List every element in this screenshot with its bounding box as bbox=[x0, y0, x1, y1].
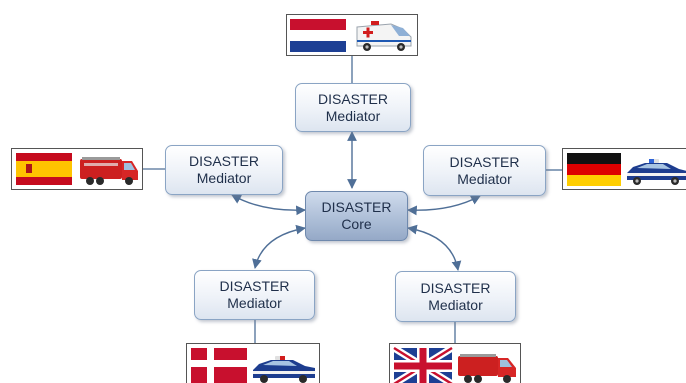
mediator-line2: Mediator bbox=[325, 107, 381, 124]
mediator-line2: Mediator bbox=[227, 295, 282, 311]
core-line1: DISASTER bbox=[321, 199, 392, 215]
mediator-line1: DISASTER bbox=[188, 153, 259, 169]
mediator-node-bottom-left: DISASTER Mediator bbox=[194, 270, 315, 320]
denmark-flag bbox=[191, 348, 247, 383]
arrow-core-bottom-left bbox=[252, 224, 306, 269]
tile-bottom-right bbox=[389, 343, 521, 383]
police-car-icon bbox=[627, 159, 686, 185]
mediator-line2: Mediator bbox=[428, 296, 483, 313]
mediator-node-bottom-right: DISASTER Mediator bbox=[395, 271, 516, 322]
core-node: DISASTER Core bbox=[305, 191, 408, 241]
arrow-core-bottom-right bbox=[407, 224, 462, 271]
tile-right bbox=[562, 148, 686, 190]
mediator-line2: Mediator bbox=[457, 170, 512, 187]
fire-truck-icon bbox=[458, 354, 516, 383]
mediator-line2: Mediator bbox=[196, 170, 252, 186]
core-line2: Core bbox=[341, 216, 372, 232]
mediator-node-top: DISASTER Mediator bbox=[295, 83, 411, 132]
mediator-line1: DISASTER bbox=[449, 153, 520, 170]
spain-flag bbox=[16, 153, 72, 185]
fire-truck-icon bbox=[80, 157, 138, 185]
tile-bottom-left bbox=[186, 343, 320, 383]
mediator-line1: DISASTER bbox=[420, 279, 491, 296]
tile-left bbox=[11, 148, 143, 190]
netherlands-flag bbox=[290, 19, 346, 52]
arrow-core-right bbox=[407, 195, 481, 216]
uk-flag bbox=[392, 345, 454, 383]
mediator-line1: DISASTER bbox=[219, 278, 290, 294]
police-car-icon bbox=[253, 356, 315, 383]
mediator-line1: DISASTER bbox=[317, 90, 388, 107]
mediator-node-left: DISASTER Mediator bbox=[165, 145, 283, 195]
mediator-node-right: DISASTER Mediator bbox=[423, 145, 546, 196]
arrow-core-left bbox=[231, 194, 306, 216]
ambulance-icon bbox=[356, 21, 412, 51]
germany-flag bbox=[567, 153, 621, 186]
tile-top bbox=[286, 14, 418, 56]
